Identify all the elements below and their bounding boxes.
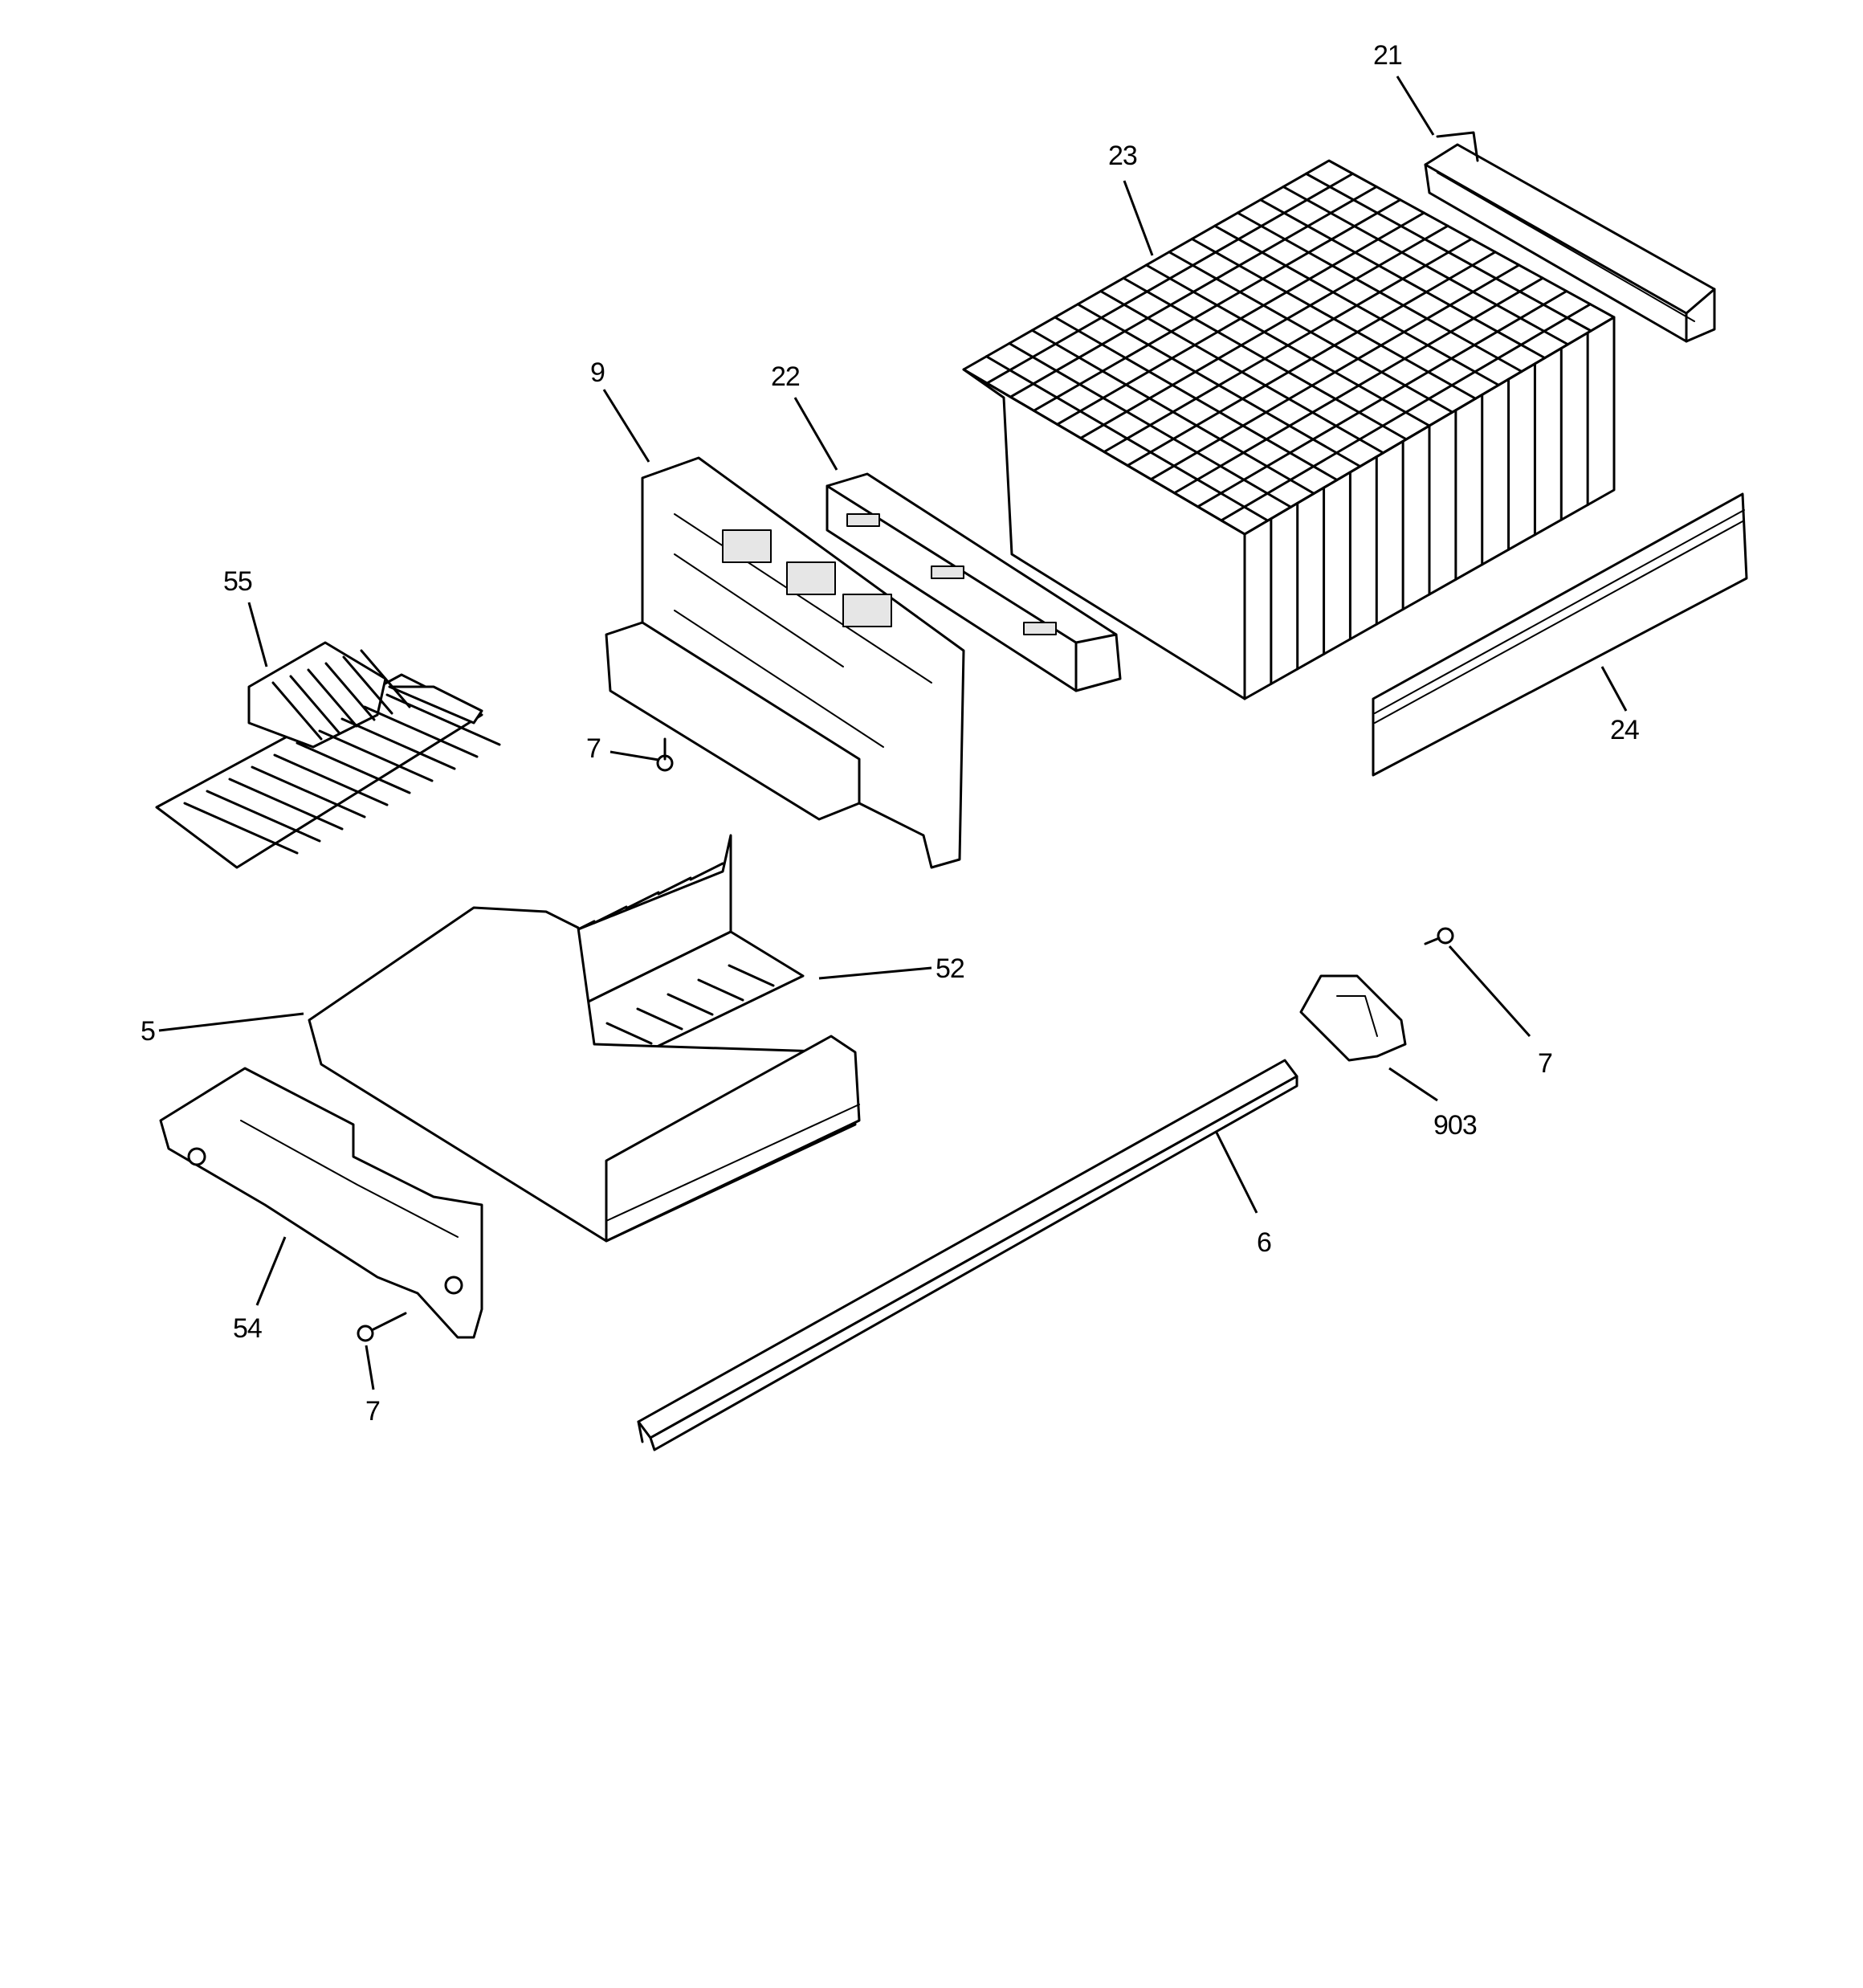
part-22-slide-rail bbox=[826, 472, 1122, 692]
callout-52: 52 bbox=[936, 953, 964, 984]
part-54-slide bbox=[159, 1067, 483, 1339]
part-9-center-frame bbox=[605, 456, 965, 869]
leader-lines bbox=[158, 76, 1628, 1390]
part-6-channel bbox=[637, 1059, 1298, 1451]
leader-22 bbox=[793, 397, 838, 471]
callout-7c: 7 bbox=[365, 1396, 380, 1427]
leader-54 bbox=[255, 1236, 287, 1306]
part-903-bracket bbox=[1299, 974, 1407, 1062]
leader-903 bbox=[1388, 1067, 1438, 1102]
callout-903: 903 bbox=[1433, 1110, 1477, 1141]
leader-24 bbox=[1600, 666, 1628, 712]
leader-55 bbox=[247, 602, 268, 667]
leader-23 bbox=[1123, 180, 1154, 256]
callout-21: 21 bbox=[1373, 40, 1402, 71]
callout-7b: 7 bbox=[1538, 1048, 1552, 1079]
part-5-bin bbox=[308, 906, 861, 1243]
callout-23: 23 bbox=[1108, 141, 1137, 171]
callout-24: 24 bbox=[1610, 715, 1639, 745]
part-7-screw-c bbox=[357, 1312, 407, 1342]
leader-5 bbox=[158, 1012, 304, 1032]
callout-54: 54 bbox=[233, 1313, 262, 1344]
leader-7b bbox=[1448, 945, 1531, 1037]
callout-5: 5 bbox=[141, 1016, 155, 1047]
callout-7a: 7 bbox=[586, 733, 601, 764]
leader-21 bbox=[1396, 76, 1435, 136]
callout-55: 55 bbox=[223, 566, 252, 597]
leader-7a bbox=[609, 750, 659, 761]
part-7-screw-b bbox=[1424, 927, 1454, 945]
part-21-rail bbox=[1424, 131, 1716, 343]
part-55-slotted-shelf bbox=[155, 641, 501, 869]
part-7-screw-a bbox=[656, 737, 674, 772]
callout-6: 6 bbox=[1257, 1227, 1271, 1258]
leader-9 bbox=[602, 389, 650, 463]
callout-9: 9 bbox=[590, 357, 605, 388]
leader-6 bbox=[1215, 1132, 1258, 1214]
callout-22: 22 bbox=[771, 361, 800, 392]
part-23-wire-basket bbox=[962, 159, 1616, 700]
leader-7c bbox=[365, 1345, 375, 1390]
part-24-front-panel bbox=[1372, 492, 1748, 777]
callout-labels: 21 23 9 22 55 24 7 52 5 7 903 6 54 7 bbox=[141, 40, 1640, 1427]
leader-52 bbox=[818, 966, 932, 980]
